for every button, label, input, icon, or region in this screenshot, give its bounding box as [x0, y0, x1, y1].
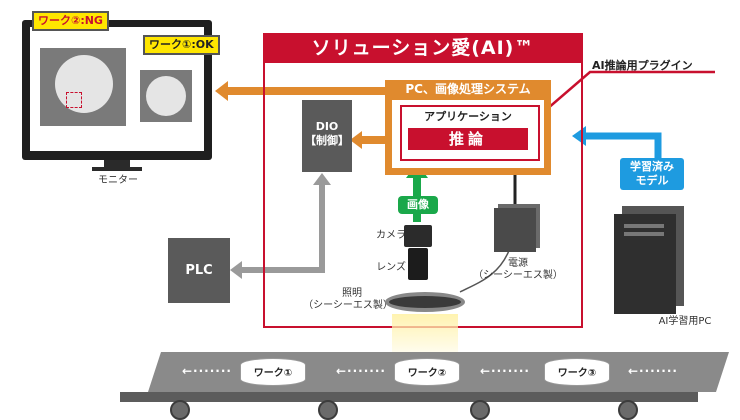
lighting-label: 照明 [342, 288, 362, 299]
monitor-stand [104, 160, 130, 168]
callout-ok: ワーク①:OK [143, 35, 220, 55]
belt-arrow-4: ←······· [628, 364, 678, 378]
solution-title: ソリューション愛(AI)™ [263, 33, 583, 63]
power-label: 電源 [508, 258, 528, 269]
power-cable [459, 247, 511, 293]
conveyor-roller-2 [318, 400, 338, 420]
arrow-to-monitor [215, 81, 385, 101]
lens-body [408, 248, 428, 280]
power-supply-icon [494, 208, 536, 252]
conveyor-roller-4 [618, 400, 638, 420]
monitor-base [92, 167, 142, 171]
image-tag: 画像 [398, 196, 438, 214]
arrow-dio-to-plc [240, 183, 325, 273]
plugin-label: AI推論用プラグイン [592, 59, 693, 72]
work-piece-1: ワーク① [240, 358, 306, 386]
dio-control-label: 【制御】 [305, 134, 349, 147]
trained-model-line2: モデル [635, 174, 669, 187]
ring-light-icon [385, 292, 465, 312]
work-ng-disc [55, 55, 113, 113]
application-label: アプリケーション [424, 110, 512, 123]
dio-label: DIO [315, 120, 339, 133]
tower-drive-slot-2 [624, 232, 664, 236]
callout-ng: ワーク②:NG [32, 11, 109, 31]
camera-body [404, 225, 432, 247]
monitor-label: モニター [98, 175, 138, 186]
solution-frame [263, 33, 583, 328]
work-ok-disc [146, 76, 186, 116]
work-piece-2: ワーク② [394, 358, 460, 386]
ai-pc-tower-icon [614, 214, 676, 314]
work-piece-3: ワーク③ [544, 358, 610, 386]
conveyor-roller-3 [470, 400, 490, 420]
defect-marker-icon [66, 92, 82, 108]
light-beam [392, 314, 458, 356]
pc-system-header: PC、画像処理システム [385, 80, 551, 100]
camera-label: カメラ [376, 230, 406, 241]
conveyor-roller-1 [170, 400, 190, 420]
dio-box: DIO 【制御】 [302, 100, 352, 172]
arrow-to-dio [350, 131, 385, 149]
trained-model-tag: 学習済み モデル [620, 158, 684, 190]
plc-box: PLC [168, 238, 230, 303]
arrow-model [585, 132, 662, 160]
power-maker-label: （シーシーエス製） [473, 270, 563, 281]
belt-arrow-2: ←······· [336, 364, 386, 378]
ai-pc-label: AI学習用PC [658, 316, 712, 327]
belt-arrow-3: ←······· [480, 364, 530, 378]
belt-arrow-1: ←······· [182, 364, 232, 378]
inference-block: 推論 [408, 128, 528, 150]
lighting-maker-label: （シーシーエス製） [303, 300, 393, 311]
trained-model-line1: 学習済み [630, 160, 674, 173]
lens-label: レンズ [376, 262, 406, 273]
tower-drive-slot [624, 224, 664, 228]
conveyor-belt-front [120, 392, 698, 402]
